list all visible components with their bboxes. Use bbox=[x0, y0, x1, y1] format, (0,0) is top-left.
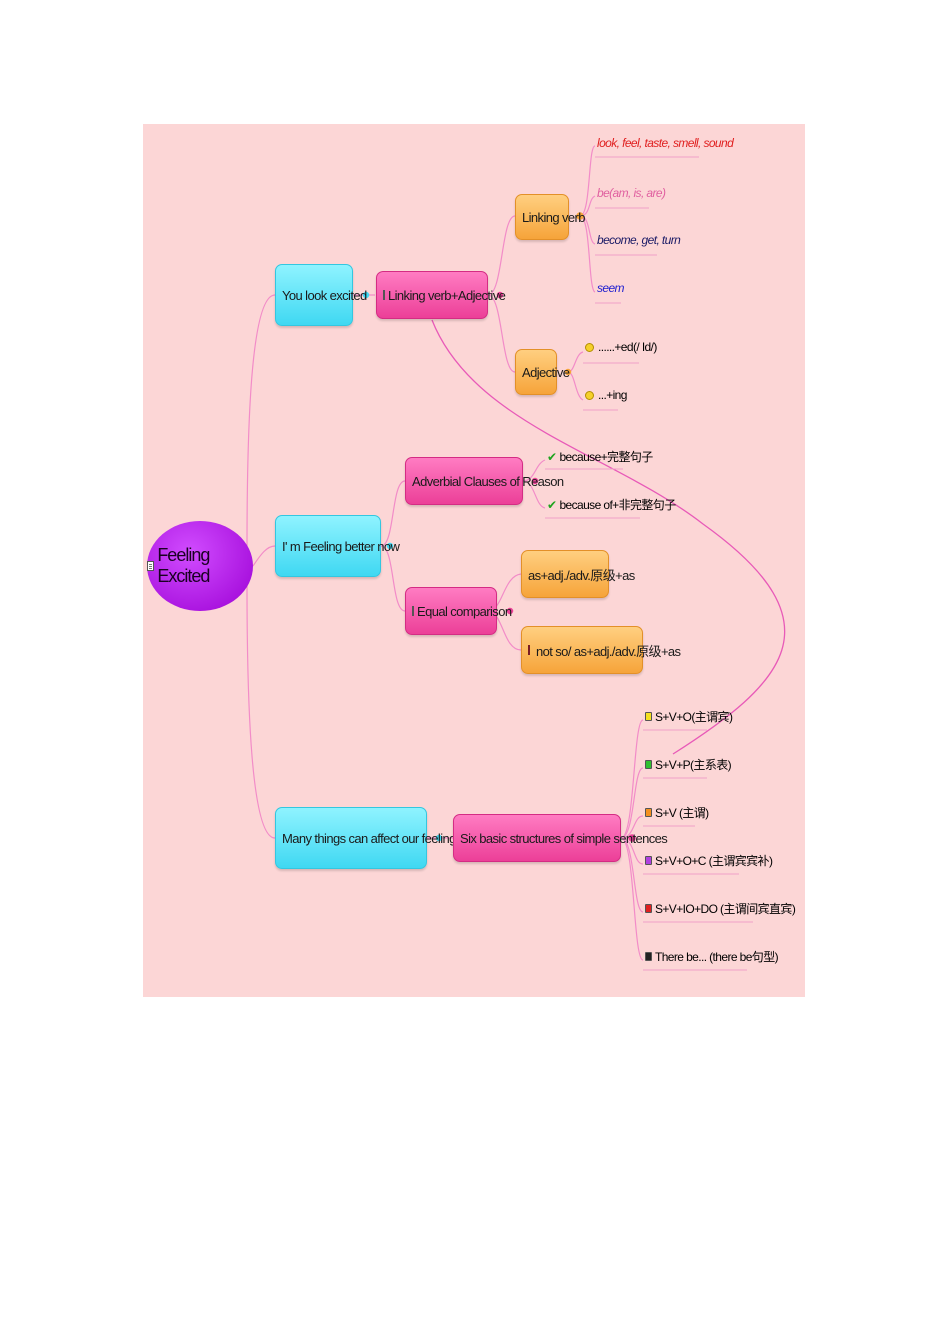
reason-item-text: because+完整句子 bbox=[559, 450, 653, 464]
branch-better-label: I' m Feeling better now bbox=[282, 538, 400, 554]
branch-look-node[interactable]: You look excited bbox=[275, 264, 367, 326]
check-icon: ✔ bbox=[547, 449, 557, 464]
structure-item-text: S+V+O(主谓宾) bbox=[655, 710, 733, 724]
structure-item: S+V+O(主谓宾) bbox=[643, 708, 734, 727]
check-icon: ✔ bbox=[547, 497, 557, 512]
linking-verb-item-text: be(am, is, are) bbox=[597, 186, 666, 200]
connector-lines bbox=[246, 145, 786, 971]
adjective-label: Adjective bbox=[522, 364, 570, 380]
structure-item-text: S+V+IO+DO (主谓间宾直宾) bbox=[655, 902, 796, 916]
note-icon bbox=[147, 561, 155, 571]
orange-flag-icon bbox=[645, 808, 652, 817]
linking-verb-label: Linking verb bbox=[522, 209, 586, 225]
linking-verb-item-text: become, get, turn bbox=[597, 233, 681, 247]
comparison-item-node[interactable]: not so/ as+adj./adv.原级+as bbox=[521, 626, 681, 674]
structure-item: S+V (主谓) bbox=[643, 804, 711, 823]
reason-item: ✔ because of+非完整句子 bbox=[545, 496, 678, 515]
branch-many-label: Many things can affect our feelings bbox=[282, 830, 462, 846]
equal-comparison-node[interactable]: Equal comparison bbox=[405, 587, 512, 635]
branch-better-node[interactable]: I' m Feeling better now bbox=[275, 515, 400, 577]
red-flag-icon bbox=[645, 904, 652, 913]
comparison-item-label: not so/ as+adj./adv.原级+as bbox=[536, 643, 681, 659]
smiley-icon bbox=[585, 390, 594, 400]
pin-icon bbox=[528, 645, 530, 655]
branch-look-label: You look excited bbox=[282, 287, 367, 303]
purple-flag-icon bbox=[645, 856, 652, 865]
equal-comparison-label: Equal comparison bbox=[417, 603, 512, 619]
adjective-item: ......+ed(/ Id/) bbox=[583, 340, 659, 356]
linking-verb-item: look, feel, taste, smell, sound bbox=[595, 136, 735, 152]
structure-item-text: S+V+P(主系表) bbox=[655, 758, 732, 772]
structure-item: S+V+IO+DO (主谓间宾直宾) bbox=[643, 900, 797, 919]
linking-verb-item: become, get, turn bbox=[595, 233, 682, 249]
reason-item-text: because of+非完整句子 bbox=[559, 498, 676, 512]
green-flag-icon bbox=[645, 760, 652, 769]
comparison-item-label: as+adj./adv.原级+as bbox=[528, 567, 635, 583]
structure-item: S+V+P(主系表) bbox=[643, 756, 733, 775]
linking-verb-item-text: look, feel, taste, smell, sound bbox=[597, 136, 734, 150]
structure-item-text: S+V (主谓) bbox=[655, 806, 709, 820]
linking-verb-item-text: seem bbox=[597, 281, 625, 295]
note-icon bbox=[383, 290, 385, 300]
mind-map-canvas: Feeling Excited You look excited Linking… bbox=[143, 124, 805, 997]
structure-item: S+V+O+C (主谓宾宾补) bbox=[643, 852, 774, 871]
root-node[interactable]: Feeling Excited bbox=[147, 521, 253, 611]
comparison-item-node[interactable]: as+adj./adv.原级+as bbox=[521, 550, 635, 598]
smiley-icon bbox=[585, 342, 594, 352]
linking-verb-adjective-label: Linking verb+Adjective bbox=[388, 287, 506, 303]
structure-item-text: There be... (there be句型) bbox=[655, 950, 779, 964]
adjective-node[interactable]: Adjective bbox=[515, 349, 570, 395]
linking-verb-item: seem bbox=[595, 281, 626, 297]
black-flag-icon bbox=[645, 952, 652, 961]
linking-verb-adjective-node[interactable]: Linking verb+Adjective bbox=[376, 271, 506, 319]
linking-verb-node[interactable]: Linking verb bbox=[515, 194, 586, 240]
branch-many-node[interactable]: Many things can affect our feelings bbox=[275, 807, 462, 869]
structure-item: There be... (there be句型) bbox=[643, 948, 780, 967]
reason-item: ✔ because+完整句子 bbox=[545, 448, 655, 467]
root-label: Feeling Excited bbox=[157, 545, 210, 586]
structure-item-text: S+V+O+C (主谓宾宾补) bbox=[655, 854, 773, 868]
sentence-structures-label: Six basic structures of simple sentences bbox=[460, 830, 668, 846]
adjective-item: ...+ing bbox=[583, 388, 629, 404]
sentence-structures-node[interactable]: Six basic structures of simple sentences bbox=[453, 814, 668, 862]
reason-clause-label: Adverbial Clauses of Reason bbox=[412, 473, 564, 489]
note-icon bbox=[412, 606, 414, 616]
reason-clause-node[interactable]: Adverbial Clauses of Reason bbox=[405, 457, 564, 505]
yellow-flag-icon bbox=[645, 712, 652, 721]
linking-verb-item: be(am, is, are) bbox=[595, 186, 667, 202]
adjective-item-text: ......+ed(/ Id/) bbox=[598, 340, 657, 354]
adjective-item-text: ...+ing bbox=[598, 388, 627, 402]
